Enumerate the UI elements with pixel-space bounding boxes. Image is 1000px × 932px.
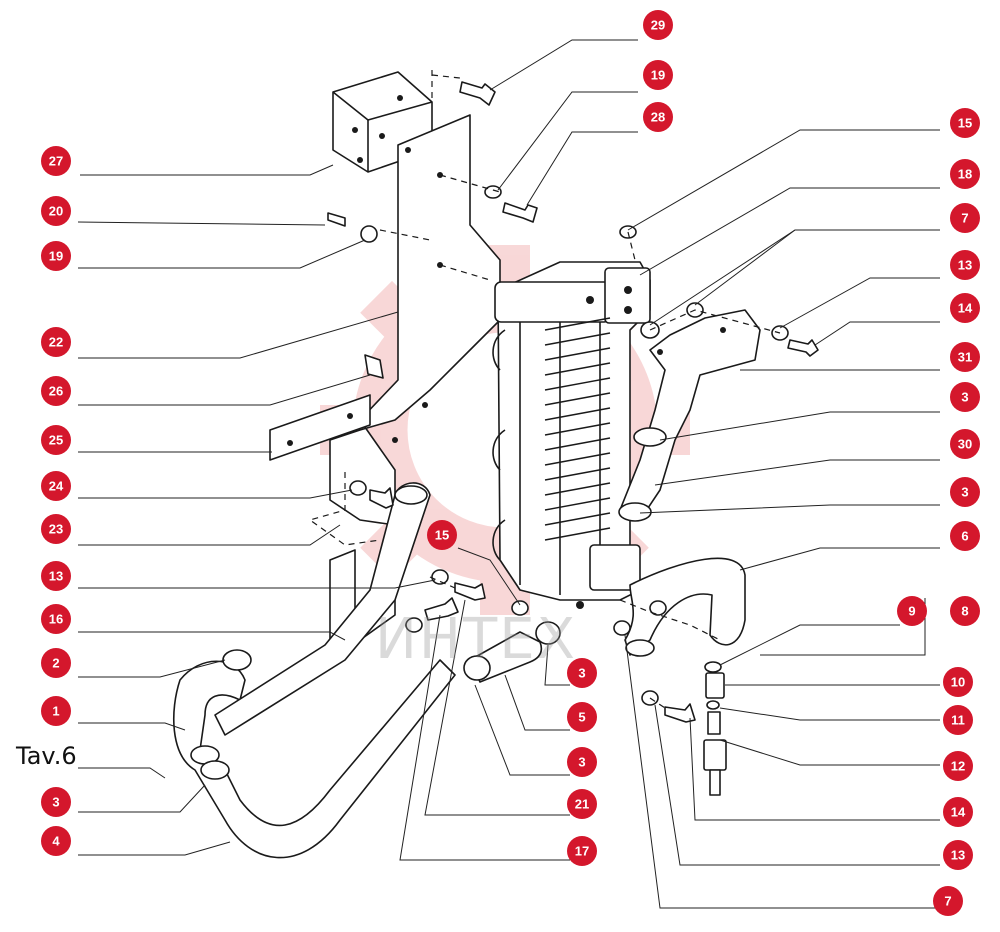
marker-3-right-b: 3 bbox=[950, 477, 980, 507]
marker-1: 1 bbox=[41, 696, 71, 726]
marker-30: 30 bbox=[950, 429, 980, 459]
marker-25: 25 bbox=[41, 425, 71, 455]
svg-text:15: 15 bbox=[958, 116, 972, 131]
svg-text:13: 13 bbox=[49, 569, 63, 584]
marker-22: 22 bbox=[41, 327, 71, 357]
svg-text:10: 10 bbox=[951, 675, 965, 690]
marker-31: 31 bbox=[950, 342, 980, 372]
marker-2: 2 bbox=[41, 648, 71, 678]
marker-3-right-a: 3 bbox=[950, 382, 980, 412]
svg-text:6: 6 bbox=[961, 529, 968, 544]
svg-text:3: 3 bbox=[578, 666, 585, 681]
temperature-sender bbox=[703, 661, 727, 796]
svg-text:7: 7 bbox=[961, 211, 968, 226]
svg-text:13: 13 bbox=[958, 258, 972, 273]
upper-left-hose bbox=[214, 482, 431, 736]
svg-text:22: 22 bbox=[49, 335, 63, 350]
marker-14-top: 14 bbox=[950, 293, 980, 323]
svg-text:15: 15 bbox=[435, 528, 449, 543]
svg-text:14: 14 bbox=[951, 805, 966, 820]
svg-text:3: 3 bbox=[961, 485, 968, 500]
svg-text:13: 13 bbox=[951, 848, 965, 863]
svg-text:24: 24 bbox=[49, 479, 64, 494]
marker-27: 27 bbox=[41, 146, 71, 176]
fasteners bbox=[327, 81, 819, 723]
svg-text:19: 19 bbox=[49, 249, 63, 264]
marker-11: 11 bbox=[943, 705, 973, 735]
svg-text:9: 9 bbox=[908, 604, 915, 619]
svg-text:31: 31 bbox=[958, 350, 972, 365]
svg-text:14: 14 bbox=[958, 301, 973, 316]
marker-24: 24 bbox=[41, 471, 71, 501]
marker-13-bottom: 13 bbox=[943, 840, 973, 870]
svg-text:8: 8 bbox=[961, 604, 968, 619]
svg-text:3: 3 bbox=[52, 795, 59, 810]
marker-28: 28 bbox=[643, 102, 673, 132]
svg-text:3: 3 bbox=[578, 755, 585, 770]
svg-text:28: 28 bbox=[651, 110, 665, 125]
marker-12: 12 bbox=[943, 751, 973, 781]
marker-29: 29 bbox=[643, 10, 673, 40]
svg-text:18: 18 bbox=[958, 167, 972, 182]
marker-16: 16 bbox=[41, 604, 71, 634]
marker-26: 26 bbox=[41, 376, 71, 406]
svg-text:30: 30 bbox=[958, 437, 972, 452]
svg-text:2: 2 bbox=[52, 656, 59, 671]
svg-text:20: 20 bbox=[49, 204, 63, 219]
marker-7-top: 7 bbox=[950, 203, 980, 233]
svg-text:3: 3 bbox=[961, 390, 968, 405]
svg-text:12: 12 bbox=[951, 759, 965, 774]
marker-15-right: 15 bbox=[950, 108, 980, 138]
marker-10: 10 bbox=[943, 667, 973, 697]
marker-6: 6 bbox=[950, 521, 980, 551]
marker-8: 8 bbox=[950, 596, 980, 626]
svg-text:1: 1 bbox=[52, 704, 59, 719]
svg-text:7: 7 bbox=[944, 894, 951, 909]
marker-7-bottom: 7 bbox=[933, 886, 963, 916]
marker-3-center-b: 3 bbox=[567, 747, 597, 777]
svg-text:19: 19 bbox=[651, 68, 665, 83]
svg-text:17: 17 bbox=[575, 844, 589, 859]
svg-text:4: 4 bbox=[52, 834, 60, 849]
lower-pipe bbox=[624, 557, 746, 657]
marker-4: 4 bbox=[41, 826, 71, 856]
svg-text:16: 16 bbox=[49, 612, 63, 627]
marker-15-center: 15 bbox=[427, 520, 457, 550]
short-hose bbox=[463, 621, 561, 683]
svg-text:27: 27 bbox=[49, 154, 63, 169]
svg-text:11: 11 bbox=[951, 713, 965, 728]
lower-plate bbox=[269, 394, 371, 461]
watermark-text: ИНТЕХ bbox=[375, 607, 577, 672]
marker-13-left: 13 bbox=[41, 561, 71, 591]
marker-17: 17 bbox=[567, 836, 597, 866]
marker-9: 9 bbox=[897, 596, 927, 626]
lower-left-hose bbox=[172, 649, 456, 859]
marker-18: 18 bbox=[950, 159, 980, 189]
upper-return-pipe bbox=[618, 309, 761, 522]
svg-text:26: 26 bbox=[49, 384, 63, 399]
svg-text:23: 23 bbox=[49, 522, 63, 537]
oil-cooler bbox=[492, 261, 651, 609]
marker-19-top: 19 bbox=[643, 60, 673, 90]
marker-5: 5 bbox=[567, 702, 597, 732]
marker-14-bottom: 14 bbox=[943, 797, 973, 827]
marker-20: 20 bbox=[41, 196, 71, 226]
svg-text:5: 5 bbox=[578, 710, 585, 725]
marker-21: 21 bbox=[567, 789, 597, 819]
marker-23: 23 bbox=[41, 514, 71, 544]
mounting-bracket bbox=[329, 114, 501, 526]
marker-19-left: 19 bbox=[41, 241, 71, 271]
assembly-lines bbox=[308, 70, 781, 709]
marker-3-left: 3 bbox=[41, 787, 71, 817]
svg-text:29: 29 bbox=[651, 18, 665, 33]
figure-label: Tav.6 bbox=[16, 742, 77, 770]
svg-text:21: 21 bbox=[575, 797, 589, 812]
svg-text:25: 25 bbox=[49, 433, 63, 448]
marker-13-top: 13 bbox=[950, 250, 980, 280]
marker-3-center-a: 3 bbox=[567, 658, 597, 688]
